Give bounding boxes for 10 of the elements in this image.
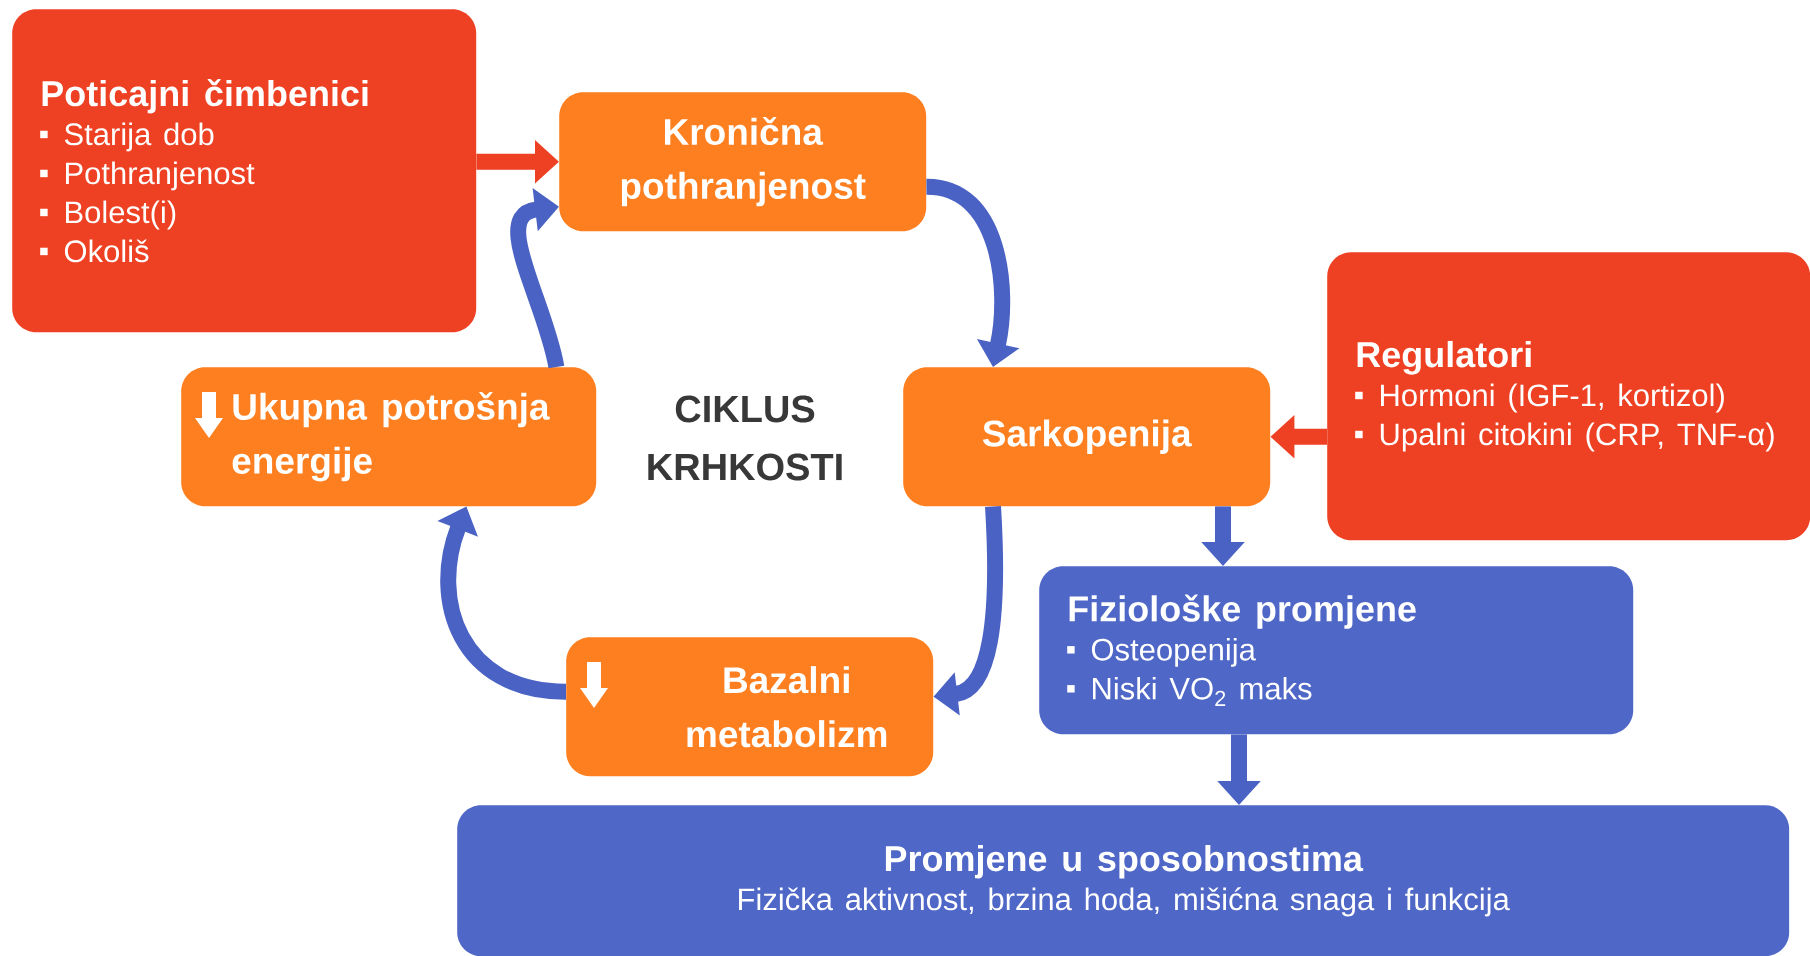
list-box: Fiziološke promjene Osteopenija Niski VO$_{2}$ maks (1039, 566, 1634, 735)
list-box: Poticajni čimbenici Starija dob Pothranjenost Bolest(i) Okoliš (12, 9, 477, 333)
arrow (510, 187, 565, 369)
list-box: Regulatori Hormoni (IGF-1, kortizol) Upalni citokini (CRP, TNF-α) (1327, 252, 1810, 541)
process-box: Ukupna potrošnja energije (181, 367, 597, 507)
process-box: Sarkopenija (903, 367, 1271, 507)
process-box: Kronična pothranjenost (559, 92, 927, 232)
process-box: Bazalni metabolizm (566, 637, 934, 777)
summary-box: Promjene u sposobnostima Fizička aktivnost, brzina hoda, mišićna snaga i funkcija (457, 805, 1790, 956)
cycle-title: CIKLUS KRHKOSTI (648, 395, 842, 481)
